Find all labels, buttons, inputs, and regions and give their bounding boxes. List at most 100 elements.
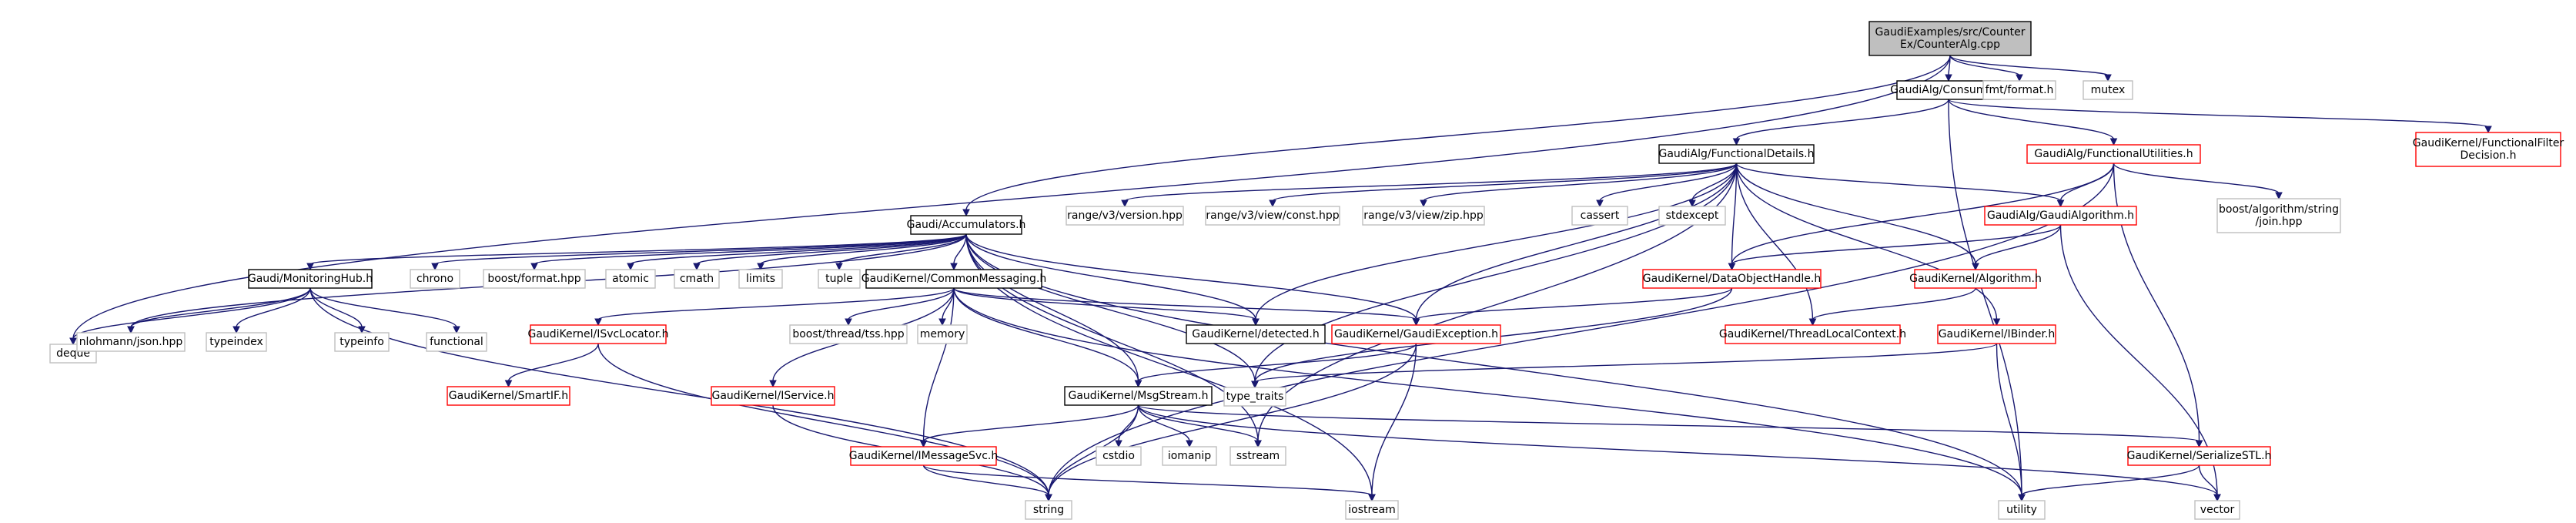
edge-accum-to-gexc	[965, 233, 1417, 320]
arrowhead-msgstream-to-serstl	[2195, 440, 2203, 448]
edge-ibinder-to-utility	[1996, 343, 2022, 496]
node-ibinder[interactable]: GaudiKernel/IBinder.h	[1937, 324, 2056, 344]
node-typeindex[interactable]: typeindex	[206, 332, 267, 352]
node-funcdet[interactable]: GaudiAlg/FunctionalDetails.h	[1658, 144, 1815, 164]
node-label: boost/algorithm/string	[2219, 203, 2339, 216]
node-boostjoin[interactable]: boost/algorithm/string/join.hpp	[2216, 198, 2341, 233]
edge-accum-to-detected	[965, 233, 1256, 320]
node-msgstream[interactable]: GaudiKernel/MsgStream.h	[1064, 386, 1213, 406]
edge-monhub-to-nlohmann	[130, 287, 311, 328]
node-algorithm[interactable]: GaudiKernel/Algorithm.h	[1909, 269, 2042, 289]
node-box	[1025, 500, 1072, 520]
node-box	[1223, 387, 1286, 407]
node-label: cassert	[1581, 210, 1620, 222]
node-limits[interactable]: limits	[738, 269, 783, 289]
node-label: iomanip	[1168, 450, 1211, 462]
edge-monhub-to-deque	[72, 287, 311, 340]
edge-msgstream-to-serstl	[1137, 404, 2200, 442]
node-label: Ex/CounterAlg.cpp	[1900, 39, 2000, 51]
arrowhead-accum-to-cmath	[693, 263, 701, 271]
node-gaudialg[interactable]: GaudiAlg/GaudiAlgorithm.h	[1984, 206, 2137, 226]
node-rv3ver[interactable]: range/v3/version.hpp	[1066, 206, 1184, 226]
edge-funcdet-to-rv3const	[1272, 163, 1738, 202]
node-box	[248, 269, 373, 289]
node-sstream[interactable]: sstream	[1229, 446, 1286, 466]
node-imsgsvc[interactable]: GaudiKernel/IMessageSvc.h	[849, 446, 998, 466]
node-cmath[interactable]: cmath	[674, 269, 720, 289]
node-box	[605, 269, 656, 289]
node-mutex[interactable]: mutex	[2083, 80, 2133, 100]
node-tlc[interactable]: GaudiKernel/ThreadLocalContext.h	[1719, 324, 1906, 344]
edge-monhub-to-typeindex	[236, 287, 311, 328]
node-typeinfo[interactable]: typeinfo	[334, 332, 390, 352]
node-label: limits	[746, 273, 775, 285]
node-iomanip[interactable]: iomanip	[1162, 446, 1217, 466]
arrowhead-funcdet-to-rv3zip	[1420, 199, 1427, 208]
node-label: range/v3/version.hpp	[1067, 210, 1183, 222]
edge-funcdet-to-cassert	[1599, 163, 1738, 202]
edges-layer	[69, 55, 2492, 502]
arrowhead-msgstream-to-iomanip	[1186, 440, 1193, 448]
node-monhub[interactable]: Gaudi/MonitoringHub.h	[248, 269, 373, 289]
arrowhead-msgstream-to-cstdio	[1115, 440, 1122, 448]
node-funcutil[interactable]: GaudiAlg/FunctionalUtilities.h	[2026, 144, 2201, 164]
edge-accum-to-monhub	[309, 233, 967, 265]
edge-monhub-to-typeinfo	[309, 287, 363, 328]
edge-funcdet-to-dataobj	[1731, 163, 1738, 265]
node-tss[interactable]: boost/thread/tss.hpp	[789, 324, 908, 344]
edge-commsg-to-tss	[848, 287, 955, 320]
node-gexc[interactable]: GaudiKernel/GaudiException.h	[1331, 324, 1501, 344]
node-label: GaudiKernel/ThreadLocalContext.h	[1719, 328, 1906, 340]
node-iservice[interactable]: GaudiKernel/IService.h	[711, 386, 835, 406]
node-typetraits[interactable]: type_traits	[1223, 387, 1286, 407]
node-functional[interactable]: functional	[426, 332, 487, 352]
node-fmt[interactable]: fmt/format.h	[1982, 80, 2056, 100]
edge-root-to-accum	[965, 55, 1951, 211]
node-label: /join.hpp	[2255, 216, 2302, 228]
arrowhead-commsg-to-detected	[1252, 318, 1260, 327]
node-isvcloc[interactable]: GaudiKernel/ISvcLocator.h	[527, 324, 669, 344]
arrowhead-commsg-to-tss	[845, 318, 852, 327]
node-detected[interactable]: GaudiKernel/detected.h	[1186, 324, 1326, 344]
node-smartif[interactable]: GaudiKernel/SmartIF.h	[447, 386, 570, 406]
edge-ibinder-to-typetraits	[1254, 343, 1998, 383]
node-commsg[interactable]: GaudiKernel/CommonMessaging.h	[861, 269, 1047, 289]
node-string[interactable]: string	[1025, 500, 1072, 520]
node-accum[interactable]: Gaudi/Accumulators.h	[907, 215, 1026, 235]
edge-root-to-deque	[72, 55, 1951, 340]
node-dataobj[interactable]: GaudiKernel/DataObjectHandle.h	[1642, 269, 1822, 289]
node-box	[1331, 324, 1501, 344]
node-stdexcept[interactable]: stdexcept	[1658, 206, 1726, 226]
node-rv3const[interactable]: range/v3/view/const.hpp	[1205, 206, 1340, 226]
node-boostfmt[interactable]: boost/format.hpp	[483, 269, 586, 289]
node-rv3zip[interactable]: range/v3/view/zip.hpp	[1362, 206, 1485, 226]
node-label: GaudiKernel/GaudiException.h	[1334, 328, 1498, 340]
arrowhead-accum-to-commsg	[950, 263, 958, 271]
node-tuple[interactable]: tuple	[818, 269, 861, 289]
arrowhead-serstl-to-utility	[2018, 494, 2026, 502]
arrowhead-monhub-to-nlohmann	[127, 326, 135, 334]
node-root[interactable]: GaudiExamples/src/CounterEx/CounterAlg.c…	[1868, 21, 2032, 56]
node-chrono[interactable]: chrono	[410, 269, 460, 289]
edge-algorithm-to-tlc	[1812, 287, 1976, 320]
node-serstl[interactable]: GaudiKernel/SerializeSTL.h	[2127, 446, 2272, 466]
edge-funcdet-to-algorithm	[1735, 163, 1976, 265]
node-iostream[interactable]: iostream	[1345, 500, 1399, 520]
node-label: string	[1033, 504, 1064, 516]
arrowhead-accum-to-boostfmt	[530, 263, 538, 271]
node-atomic[interactable]: atomic	[605, 269, 656, 289]
node-memory[interactable]: memory	[917, 324, 968, 344]
node-label: sstream	[1236, 450, 1280, 462]
node-vector[interactable]: vector	[2194, 500, 2240, 520]
edge-msgstream-to-cstdio	[1118, 404, 1139, 442]
node-cstdio[interactable]: cstdio	[1096, 446, 1142, 466]
node-cassert[interactable]: cassert	[1571, 206, 1628, 226]
node-utility[interactable]: utility	[1998, 500, 2046, 520]
node-box	[334, 332, 390, 352]
node-box	[865, 269, 1042, 289]
node-nlohmann[interactable]: nlohmann/json.hpp	[76, 332, 186, 352]
node-label: GaudiKernel/DataObjectHandle.h	[1643, 273, 1822, 285]
edge-funcdet-to-gaudialg	[1735, 163, 2062, 202]
